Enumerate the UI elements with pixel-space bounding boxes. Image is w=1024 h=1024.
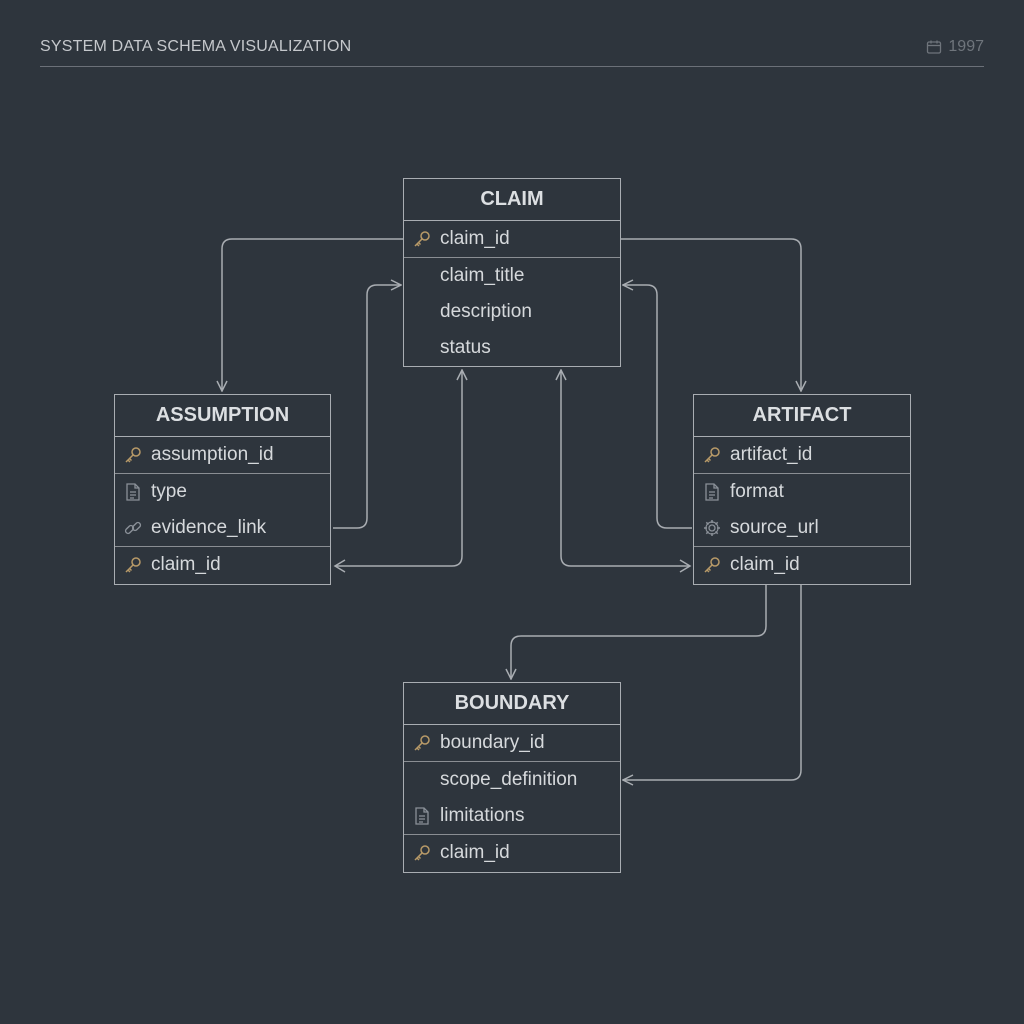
entity-title-artifact: ARTIFACT: [694, 395, 910, 437]
connector-claim-to-artifact: [621, 238, 801, 391]
entity-assumption[interactable]: ASSUMPTION assumption_id type evidence_l…: [114, 394, 331, 585]
link-icon: [124, 521, 142, 535]
field-name: scope_definition: [440, 769, 578, 790]
key-icon: [414, 735, 430, 751]
field-row[interactable]: format: [694, 473, 910, 510]
connector-evidence-to-claim: [333, 285, 401, 529]
field-name: boundary_id: [440, 732, 545, 753]
key-icon: [125, 447, 141, 463]
entity-title-claim: CLAIM: [404, 179, 620, 221]
year-label: 1997: [948, 38, 984, 55]
field-row[interactable]: claim_id: [694, 546, 910, 583]
field-row[interactable]: claim_id: [115, 546, 330, 583]
connector-claim-to-assumption: [222, 238, 403, 391]
entity-title-boundary: BOUNDARY: [404, 683, 620, 725]
field-name: claim_id: [440, 228, 510, 249]
field-name: claim_title: [440, 265, 525, 286]
field-row[interactable]: scope_definition: [404, 761, 620, 798]
entity-claim[interactable]: CLAIM claim_id claim_title description s…: [403, 178, 621, 367]
field-row[interactable]: type: [115, 473, 330, 510]
header-year: 1997: [926, 38, 984, 56]
field-row[interactable]: evidence_link: [115, 510, 330, 546]
connector-artifact-to-boundary-scope: [623, 585, 802, 780]
entity-title-assumption: ASSUMPTION: [115, 395, 330, 437]
header: SYSTEM DATA SCHEMA VISUALIZATION 1997: [40, 36, 984, 67]
key-icon: [704, 557, 720, 573]
field-row[interactable]: claim_title: [404, 257, 620, 294]
key-icon: [414, 845, 430, 861]
connector-source-to-claim: [623, 285, 692, 529]
field-name: limitations: [440, 805, 525, 826]
field-name: claim_id: [151, 554, 221, 575]
document-icon: [415, 807, 429, 825]
connector-assumption-claimid-to-claim: [335, 370, 462, 567]
key-icon: [414, 231, 430, 247]
field-row[interactable]: limitations: [404, 798, 620, 834]
field-row[interactable]: status: [404, 330, 620, 366]
entity-boundary[interactable]: BOUNDARY boundary_id scope_definition li…: [403, 682, 621, 873]
page-title: SYSTEM DATA SCHEMA VISUALIZATION: [40, 38, 352, 55]
document-icon: [705, 483, 719, 501]
field-row[interactable]: source_url: [694, 510, 910, 546]
field-name: status: [440, 337, 491, 358]
key-icon: [704, 447, 720, 463]
field-name: claim_id: [440, 842, 510, 863]
connector-claim-to-artifact-claimid: [560, 370, 690, 567]
field-name: source_url: [730, 517, 819, 538]
entity-artifact[interactable]: ARTIFACT artifact_id format source_url c…: [693, 394, 911, 585]
field-name: type: [151, 481, 187, 502]
field-name: format: [730, 481, 784, 502]
field-name: claim_id: [730, 554, 800, 575]
field-name: assumption_id: [151, 444, 274, 465]
gear-icon: [704, 520, 720, 536]
field-row[interactable]: claim_id: [404, 834, 620, 871]
field-name: description: [440, 301, 532, 322]
field-row[interactable]: description: [404, 294, 620, 330]
field-row[interactable]: assumption_id: [115, 437, 330, 473]
field-name: artifact_id: [730, 444, 813, 465]
field-name: evidence_link: [151, 517, 267, 538]
connector-artifact-to-boundary: [511, 585, 767, 679]
field-row[interactable]: artifact_id: [694, 437, 910, 473]
calendar-icon: [927, 40, 942, 54]
key-icon: [125, 557, 141, 573]
document-icon: [126, 483, 140, 501]
field-row[interactable]: claim_id: [404, 221, 620, 257]
field-row[interactable]: boundary_id: [404, 725, 620, 761]
